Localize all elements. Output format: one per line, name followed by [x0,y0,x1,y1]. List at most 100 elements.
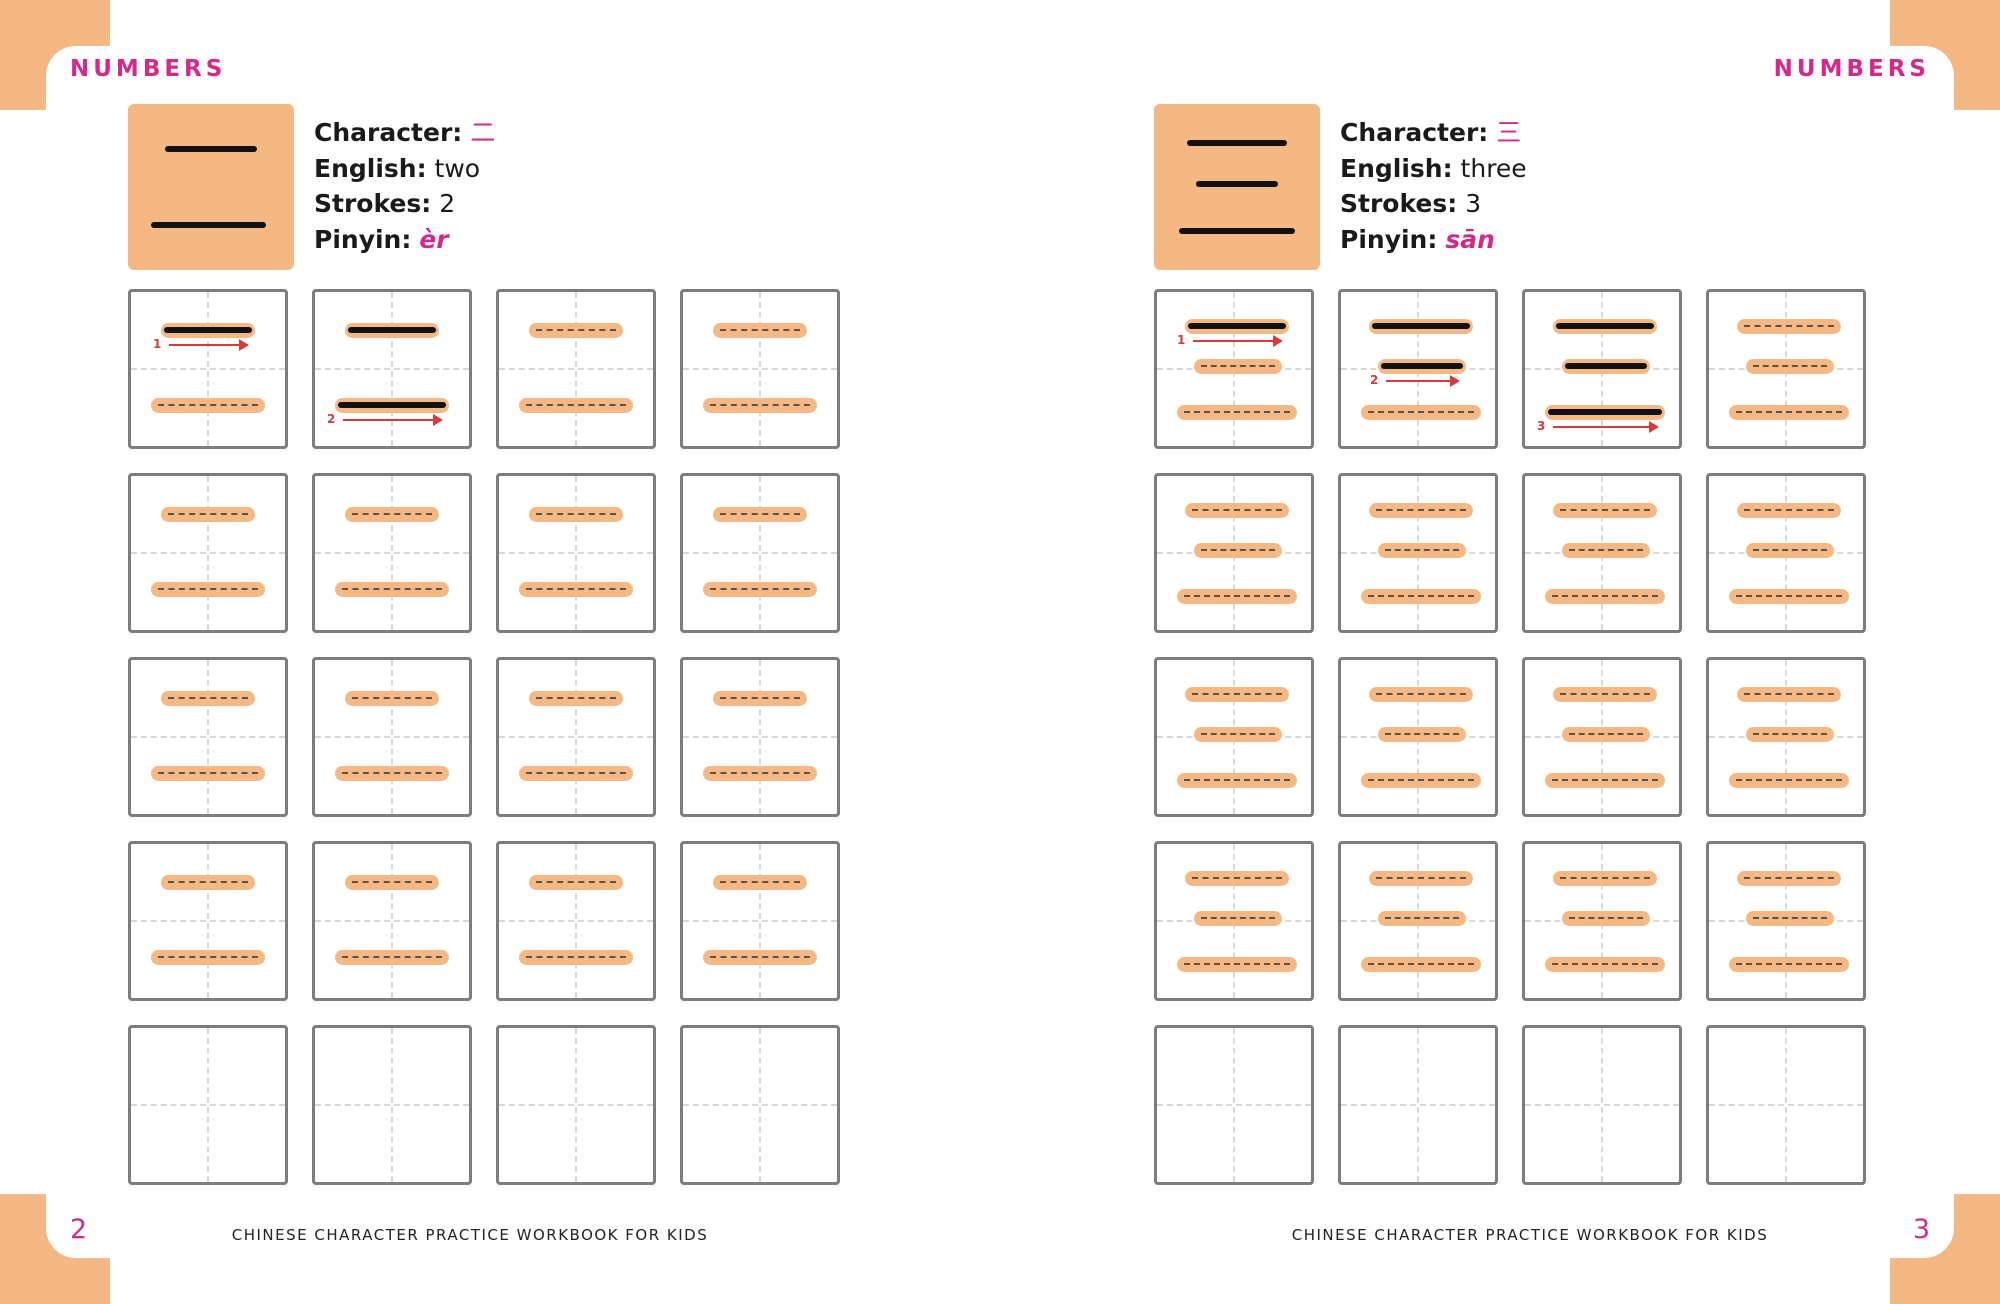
section-title: NUMBERS [70,56,227,82]
practice-cell[interactable]: 1 [1154,289,1314,449]
english-value: two [434,153,481,183]
trace-stroke [1729,405,1849,420]
trace-stroke [1185,687,1289,702]
trace-stroke [1378,911,1466,926]
trace-stroke [1729,589,1849,604]
stroke-direction-arrow [1386,375,1460,387]
practice-cell[interactable] [1706,473,1866,633]
practice-cell[interactable] [1522,657,1682,817]
practice-cell[interactable] [312,473,472,633]
grid-guide-horizontal [499,368,653,370]
grid-guide-horizontal [683,736,837,738]
grid-guide-horizontal [315,368,469,370]
pinyin-label: Pinyin: [314,224,412,254]
right-page: NUMBERS Character: 三 English: three Stro… [1000,0,2000,1304]
trace-stroke [1361,405,1481,420]
practice-cell[interactable] [1338,841,1498,1001]
corner-decoration [1890,1194,2000,1304]
practice-cell[interactable] [1706,289,1866,449]
grid-guide-horizontal [499,736,653,738]
trace-stroke [1185,503,1289,518]
practice-cell[interactable] [496,473,656,633]
trace-stroke [345,875,439,890]
pinyin-value: sān [1445,224,1495,254]
practice-cell[interactable]: 1 [128,289,288,449]
trace-stroke [151,950,265,965]
pinyin-label: Pinyin: [1340,224,1438,254]
practice-cell[interactable] [496,1025,656,1185]
practice-cell[interactable] [1338,473,1498,633]
strokes-label: Strokes: [314,189,432,218]
trace-stroke [161,875,255,890]
stroke-direction-arrow [1193,335,1283,347]
stroke-order-stroke [1562,359,1650,374]
footer-title: CHINESE CHARACTER PRACTICE WORKBOOK FOR … [231,1226,709,1244]
trace-stroke [1553,871,1657,886]
practice-cell[interactable] [680,1025,840,1185]
page-number: 2 [70,1214,88,1245]
grid-guide-horizontal [683,1104,837,1106]
trace-stroke [713,875,807,890]
practice-cell[interactable] [1706,657,1866,817]
practice-cell[interactable] [496,289,656,449]
trace-stroke [1562,727,1650,742]
trace-stroke [713,323,807,338]
trace-stroke [1553,687,1657,702]
trace-stroke [529,507,623,522]
trace-stroke [703,398,817,413]
character-value: 三 [1496,118,1522,147]
stroke-direction-arrow [343,414,443,426]
character-illustration [128,104,294,270]
trace-stroke [1185,871,1289,886]
practice-cell[interactable] [312,1025,472,1185]
practice-cell[interactable] [496,841,656,1001]
practice-cell[interactable] [680,657,840,817]
practice-cell[interactable] [1154,841,1314,1001]
trace-stroke [1177,589,1297,604]
practice-cell[interactable] [128,657,288,817]
stroke-order-number: 3 [1537,419,1546,433]
practice-cell[interactable] [680,473,840,633]
practice-cell[interactable] [1706,1025,1866,1185]
practice-cell[interactable] [1522,841,1682,1001]
grid-guide-horizontal [315,736,469,738]
practice-cell[interactable] [680,841,840,1001]
stroke-order-stroke [1369,319,1473,334]
trace-stroke [1369,871,1473,886]
practice-cell[interactable] [1522,473,1682,633]
corner-decoration [0,1194,110,1304]
practice-cell[interactable] [128,473,288,633]
practice-cell[interactable] [680,289,840,449]
trace-stroke [1562,543,1650,558]
trace-stroke [1177,405,1297,420]
corner-decoration [0,0,110,110]
practice-cell[interactable] [1154,1025,1314,1185]
trace-stroke [1369,687,1473,702]
practice-cell[interactable] [312,841,472,1001]
practice-cell[interactable] [1706,841,1866,1001]
trace-stroke [1194,543,1282,558]
practice-cell[interactable] [128,1025,288,1185]
practice-cell[interactable] [312,657,472,817]
practice-cell[interactable] [1338,1025,1498,1185]
footer-title: CHINESE CHARACTER PRACTICE WORKBOOK FOR … [1291,1226,1769,1244]
trace-stroke [713,507,807,522]
practice-cell[interactable] [1154,657,1314,817]
practice-cell[interactable] [1338,657,1498,817]
grid-guide-horizontal [499,920,653,922]
practice-cell[interactable] [1154,473,1314,633]
grid-guide-horizontal [131,368,285,370]
practice-cell[interactable]: 2 [312,289,472,449]
trace-stroke [519,398,633,413]
grid-guide-horizontal [683,552,837,554]
trace-stroke [1369,503,1473,518]
practice-cell[interactable]: 2 [1338,289,1498,449]
grid-guide-horizontal [499,1104,653,1106]
practice-cell[interactable] [1522,1025,1682,1185]
grid-guide-horizontal [315,920,469,922]
trace-stroke [1737,871,1841,886]
practice-cell[interactable] [496,657,656,817]
trace-stroke [1729,773,1849,788]
practice-cell[interactable]: 3 [1522,289,1682,449]
practice-cell[interactable] [128,841,288,1001]
